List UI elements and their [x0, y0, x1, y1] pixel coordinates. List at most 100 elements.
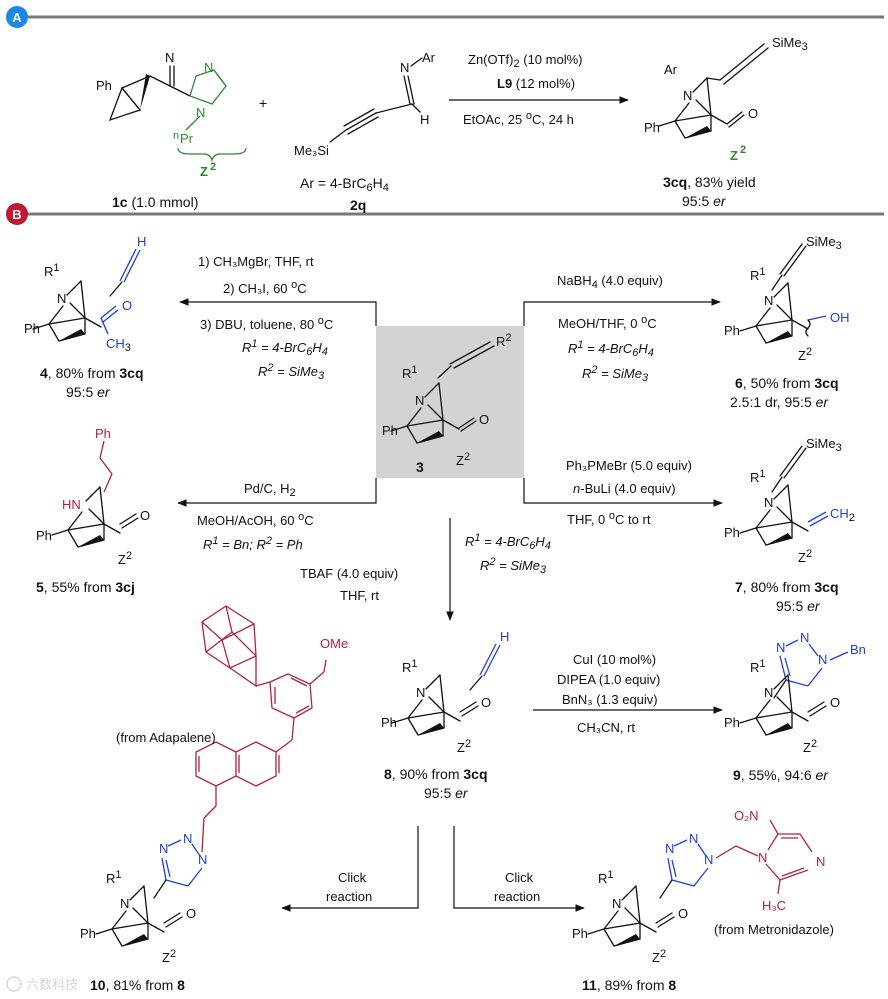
svg-text:Z2: Z2 — [457, 738, 471, 755]
svg-text:SiMe3: SiMe3 — [806, 234, 842, 252]
svg-text:n-BuLi (4.0 equiv): n-BuLi (4.0 equiv) — [573, 481, 676, 496]
svg-text:EtOAc, 25 oC, 24 h: EtOAc, 25 oC, 24 h — [463, 110, 574, 127]
svg-text:NaBH4 (4.0 equiv): NaBH4 (4.0 equiv) — [557, 273, 663, 291]
svg-text:11, 89% from 8: 11, 89% from 8 — [582, 977, 676, 993]
svg-text:CH2: CH2 — [830, 506, 855, 524]
core-compound-3: R2 R1 N Ph O Z2 3 — [382, 332, 512, 475]
svg-text:95:5 er: 95:5 er — [682, 193, 727, 209]
carbonyl-o: O — [748, 106, 758, 121]
svg-text:2.5:1 dr, 95:5 er: 2.5:1 dr, 95:5 er — [730, 394, 829, 410]
svg-text:R2 = SiMe3: R2 = SiMe3 — [582, 364, 649, 384]
section-a-badge-letter: A — [12, 10, 22, 25]
svg-text:Ph: Ph — [381, 715, 397, 730]
svg-text:O₂N: O₂N — [734, 808, 759, 823]
section-b-badge — [6, 203, 28, 225]
svg-text:R1: R1 — [750, 658, 766, 675]
svg-text:N: N — [415, 393, 424, 408]
click-reaction-right: Click reaction — [453, 826, 585, 912]
svg-text:Z: Z — [730, 148, 738, 163]
arrow-to-10 — [281, 826, 419, 912]
svg-text:R1: R1 — [402, 658, 418, 675]
svg-text:Z2: Z2 — [798, 548, 812, 565]
svg-text:Ph: Ph — [24, 321, 40, 336]
section-a-header: A — [6, 6, 884, 28]
svg-text:N: N — [665, 841, 674, 856]
svg-text:2: 2 — [740, 144, 746, 156]
svg-text:R2 = SiMe3: R2 = SiMe3 — [480, 556, 547, 576]
svg-text:OMe: OMe — [320, 636, 348, 651]
watermark-logo-icon — [6, 976, 22, 992]
svg-text:N: N — [818, 652, 827, 667]
svg-text:3: 3 — [416, 459, 424, 475]
arrow-to-6 — [523, 298, 721, 326]
svg-text:2: 2 — [210, 161, 216, 173]
svg-text:Ph: Ph — [644, 120, 660, 135]
svg-text:Ph: Ph — [36, 528, 52, 543]
compound-10: OMe (from Adapalene) N N N R1 N Ph O Z2 … — [80, 605, 348, 993]
core-carbonyl-o: O — [479, 412, 489, 427]
compound-9: N N N Bn R1 N Ph O Z2 9, 55%, 94:6 er — [724, 630, 866, 783]
svg-text:reaction: reaction — [326, 889, 372, 904]
svg-text:Ph: Ph — [382, 423, 398, 438]
svg-text:reaction: reaction — [494, 889, 540, 904]
svg-text:Z2: Z2 — [162, 948, 176, 965]
svg-text:R1: R1 — [106, 869, 122, 886]
svg-text:N: N — [776, 640, 785, 655]
arrow-to-7 — [523, 478, 723, 507]
svg-text:CuI (10 mol%): CuI (10 mol%) — [573, 652, 656, 667]
reactant-1c: N Ph N N n Pr Z 2 1c (1.0 mmol) — [96, 50, 247, 210]
plus-sign: + — [259, 95, 267, 111]
conditions-to-8: R1 = 4-BrC6H4 R2 = SiMe3 TBAF (4.0 equiv… — [300, 518, 551, 621]
svg-text:R1 = 4-BrC6H4: R1 = 4-BrC6H4 — [242, 338, 328, 358]
svg-text:MeOH/THF, 0 oC: MeOH/THF, 0 oC — [558, 314, 657, 331]
svg-text:95:5 er: 95:5 er — [66, 384, 111, 400]
svg-text:Me₃Si: Me₃Si — [294, 143, 329, 158]
svg-text:95:5 er: 95:5 er — [424, 785, 469, 801]
svg-text:N: N — [704, 852, 713, 867]
svg-text:10, 81% from 8: 10, 81% from 8 — [90, 977, 185, 993]
svg-text:N: N — [165, 50, 174, 65]
svg-text:Pr: Pr — [180, 131, 194, 146]
svg-text:CH3: CH3 — [106, 336, 131, 354]
svg-text:SiMe3: SiMe3 — [772, 35, 808, 53]
svg-text:2q: 2q — [350, 197, 366, 213]
click-reaction-left: Click reaction — [281, 826, 419, 912]
svg-text:3) DBU, toluene, 80 oC: 3) DBU, toluene, 80 oC — [200, 315, 333, 332]
svg-text:H: H — [420, 112, 429, 127]
svg-text:Ar: Ar — [422, 50, 436, 65]
svg-text:O: O — [481, 695, 491, 710]
svg-text:N: N — [689, 831, 698, 846]
section-b-header: B — [6, 203, 884, 225]
imidazole-n-top: N — [204, 60, 213, 75]
compound-6: SiMe3 R1 N Ph OH Z2 6, 50% from 3cq 2.5:… — [724, 234, 850, 410]
svg-text:N: N — [612, 896, 621, 911]
svg-text:R1: R1 — [598, 869, 614, 886]
compound-5: Ph HN Ph O Z2 5, 55% from 3cj — [36, 426, 150, 595]
svg-text:6, 50% from 3cq: 6, 50% from 3cq — [735, 375, 839, 391]
svg-text:Click: Click — [505, 870, 534, 885]
svg-text:SiMe3: SiMe3 — [806, 436, 842, 454]
c10-triazole-n1: N — [159, 841, 168, 856]
svg-text:N: N — [816, 854, 825, 869]
svg-text:N: N — [683, 88, 692, 103]
svg-text:R2: R2 — [496, 332, 512, 349]
svg-text:O: O — [140, 508, 150, 523]
svg-text:N: N — [800, 630, 809, 645]
svg-text:Z2: Z2 — [456, 451, 470, 468]
svg-text:R1: R1 — [44, 262, 60, 279]
svg-text:L9 (12 mol%): L9 (12 mol%) — [497, 76, 575, 91]
svg-text:N: N — [416, 685, 425, 700]
svg-text:Ph: Ph — [724, 715, 740, 730]
svg-text:3cq, 83% yield: 3cq, 83% yield — [663, 174, 756, 190]
section-a-badge — [6, 6, 28, 28]
adamantane-cage — [201, 605, 271, 688]
svg-text:9, 55%, 94:6 er: 9, 55%, 94:6 er — [733, 767, 829, 783]
svg-text:R1: R1 — [402, 364, 418, 381]
svg-text:DIPEA (1.0 equiv): DIPEA (1.0 equiv) — [557, 672, 660, 687]
svg-text:8, 90% from 3cq: 8, 90% from 3cq — [384, 766, 488, 782]
svg-text:2) CH₃I, 60 oC: 2) CH₃I, 60 oC — [223, 279, 307, 296]
svg-text:1) CH₃MgBr, THF, rt: 1) CH₃MgBr, THF, rt — [198, 254, 314, 269]
svg-text:(from Metronidazole): (from Metronidazole) — [714, 922, 834, 937]
svg-text:Z: Z — [200, 164, 208, 179]
